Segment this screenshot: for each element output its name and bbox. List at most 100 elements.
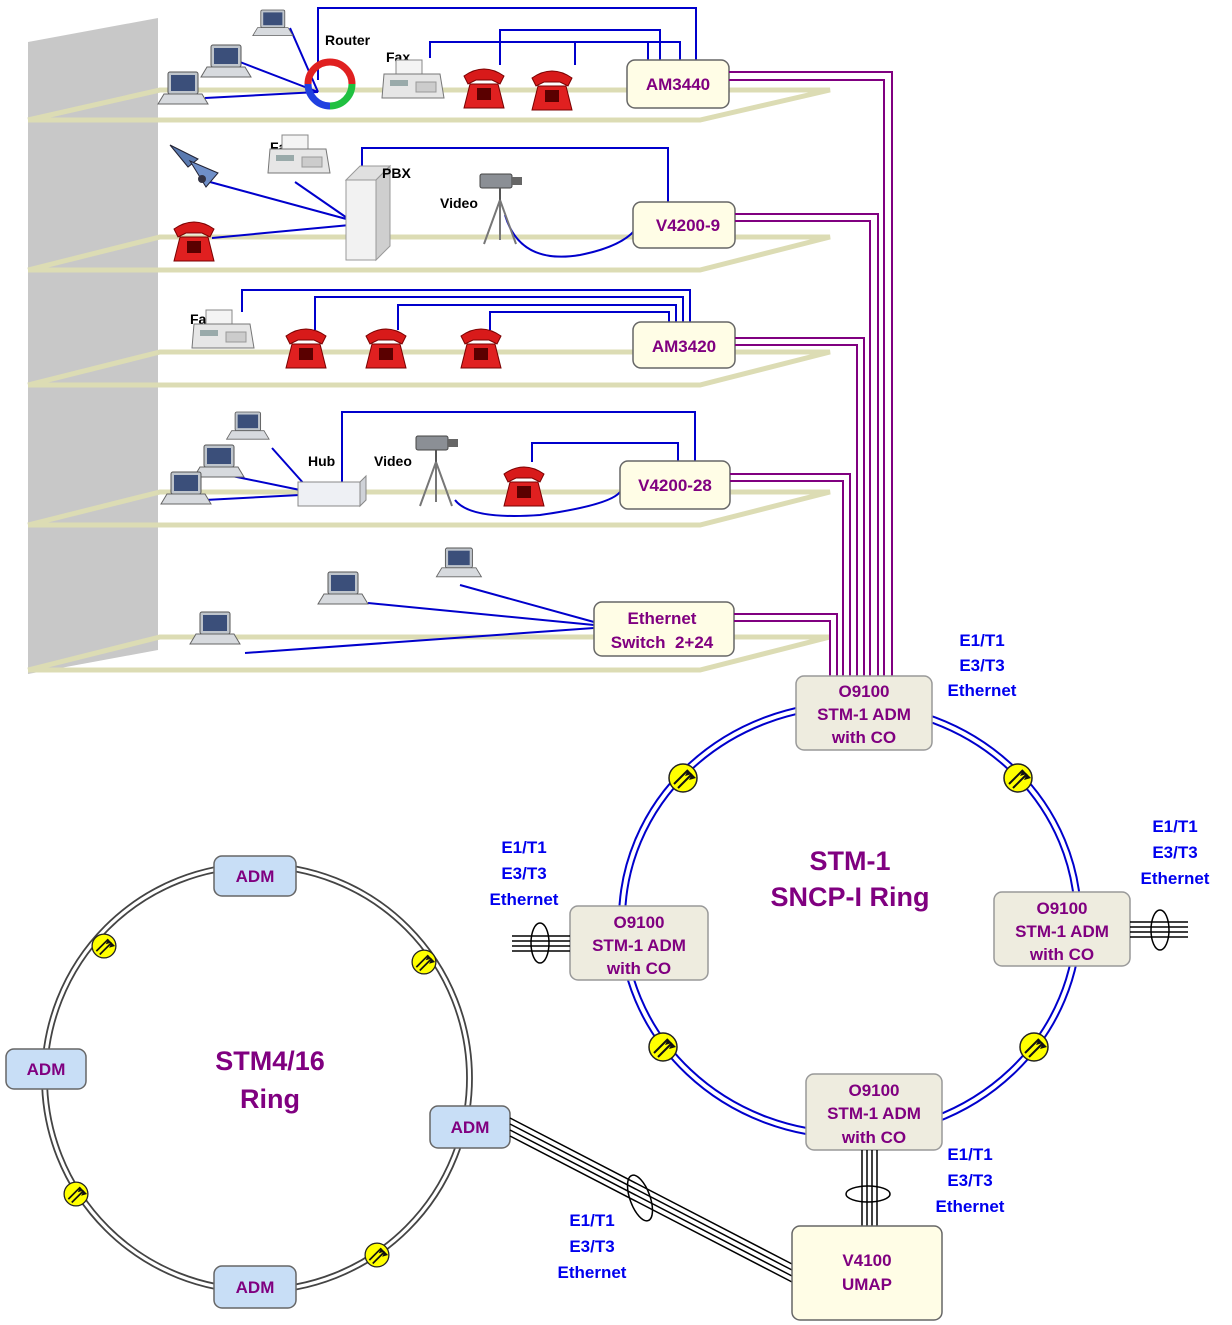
- o9100-bottom-l2: STM-1 ADM: [827, 1104, 921, 1123]
- laptop-icon: [252, 9, 294, 36]
- trib-left-l3: Ethernet: [490, 890, 559, 909]
- hub-label: Hub: [308, 453, 335, 469]
- laptop-icon: [200, 44, 252, 78]
- phone-icon: [173, 221, 215, 262]
- adm-bottom: ADM: [213, 1265, 297, 1309]
- o9100-right-l3: with CO: [1029, 945, 1094, 964]
- pbx-label: PBX: [382, 165, 411, 181]
- laptop-icon: [435, 547, 482, 578]
- router-label: Router: [325, 32, 371, 48]
- umap-line2: UMAP: [842, 1275, 892, 1294]
- adm-bottom-label: ADM: [236, 1278, 275, 1297]
- adm-left: ADM: [5, 1048, 87, 1090]
- adm-top: ADM: [213, 855, 297, 897]
- ethernet-switch-line1: Ethernet: [628, 609, 697, 628]
- o9100-right-l2: STM-1 ADM: [1015, 922, 1109, 941]
- trib-right-l3: Ethernet: [1141, 869, 1210, 888]
- tributary-labels-top: E1/T1 E3/T3 Ethernet: [948, 631, 1017, 700]
- building: [27, 18, 831, 674]
- building-wall: [28, 18, 158, 674]
- o9100-left: O9100 STM-1 ADM with CO: [569, 905, 709, 981]
- phone-icon: [460, 328, 502, 369]
- floor-4-lan-lines: [204, 411, 696, 517]
- trib-right-l2: E3/T3: [1152, 843, 1197, 862]
- tributary-labels-bottom-center: E1/T1 E3/T3 Ethernet: [558, 1211, 627, 1282]
- stm4-ring: STM4/16 Ring ADM ADM ADM ADM: [5, 855, 511, 1309]
- o9100-bottom-l3: with CO: [841, 1128, 906, 1147]
- video-camera-icon: [415, 435, 459, 507]
- o9100-right: O9100 STM-1 ADM with CO: [993, 891, 1131, 967]
- floor-2: Fax PBX Video V4200-9: [169, 134, 736, 262]
- o9100-left-l2: STM-1 ADM: [592, 936, 686, 955]
- router-icon: [304, 58, 356, 110]
- stm1-ring-title-line1: STM-1: [810, 846, 891, 876]
- phone-icon: [531, 70, 573, 111]
- stm1-ring: STM-1 SNCP-I Ring O9100 STM-1 ADM with C…: [512, 675, 1188, 1226]
- trib-left-l1: E1/T1: [501, 838, 546, 857]
- adm-top-label: ADM: [236, 867, 275, 886]
- phone-icon: [285, 328, 327, 369]
- tributary-bundle-left: [512, 922, 570, 964]
- stm1-protection-markers: [648, 763, 1049, 1062]
- trunk-lines: [729, 71, 893, 676]
- o9100-left-l1: O9100: [613, 913, 664, 932]
- video-label: Video: [374, 453, 412, 469]
- trib-left-l2: E3/T3: [501, 864, 546, 883]
- satellite-icon: [169, 144, 219, 188]
- trib-right-l1: E1/T1: [1152, 817, 1197, 836]
- tributary-labels-left: E1/T1 E3/T3 Ethernet: [490, 838, 559, 909]
- cpe-am3420: AM3420: [632, 321, 736, 369]
- stm1-ring-title-line2: SNCP-I Ring: [771, 882, 930, 912]
- trib-br-l2: E3/T3: [947, 1171, 992, 1190]
- trib-br-l3: Ethernet: [936, 1197, 1005, 1216]
- tributary-labels-right: E1/T1 E3/T3 Ethernet: [1141, 817, 1210, 888]
- o9100-bottom: O9100 STM-1 ADM with CO: [805, 1073, 943, 1151]
- stm4-ring-title-line2: Ring: [240, 1084, 300, 1114]
- fax-icon: [381, 59, 445, 99]
- adm-umap-bundle: [509, 1117, 793, 1283]
- hub-icon: [297, 474, 367, 508]
- o9100-right-l1: O9100: [1036, 899, 1087, 918]
- o9100-top-l1: O9100: [838, 682, 889, 701]
- floor-5-lan-lines: [244, 584, 595, 654]
- o9100-top-l2: STM-1 ADM: [817, 705, 911, 724]
- laptop-icon: [193, 444, 245, 478]
- ethernet-switch-line2: Switch 2+24: [611, 633, 714, 652]
- trib-top-l3: Ethernet: [948, 681, 1017, 700]
- laptop-icon: [226, 411, 270, 440]
- cpe-v4200-28: V4200-28: [619, 460, 731, 510]
- cpe-v4200-9: V4200-9: [632, 201, 736, 249]
- tributary-bundle-bottom: [845, 1150, 891, 1226]
- o9100-top-l3: with CO: [831, 728, 896, 747]
- floor-3: Fax AM3420: [190, 289, 736, 369]
- cpe-v4200-28-label: V4200-28: [638, 476, 712, 495]
- cpe-am3440-label: AM3440: [646, 75, 710, 94]
- trib-bc-l1: E1/T1: [569, 1211, 614, 1230]
- tributary-bundle-right: [1130, 909, 1188, 951]
- video-camera-icon: [479, 173, 523, 245]
- stm4-ring-title-line1: STM4/16: [215, 1046, 325, 1076]
- floor-5: Ethernet Switch 2+24: [189, 547, 735, 657]
- o9100-left-l3: with CO: [606, 959, 671, 978]
- trib-top-l2: E3/T3: [959, 656, 1004, 675]
- video-label: Video: [440, 195, 478, 211]
- o9100-bottom-l1: O9100: [848, 1081, 899, 1100]
- floor-1: Router Fax AM3440: [157, 7, 730, 111]
- trib-bc-l2: E3/T3: [569, 1237, 614, 1256]
- phone-icon: [463, 68, 505, 109]
- tributary-labels-bottom-right: E1/T1 E3/T3 Ethernet: [936, 1145, 1005, 1216]
- floor-4: Hub Video V4200-28: [160, 411, 731, 517]
- adm-right-label: ADM: [451, 1118, 490, 1137]
- adm-left-label: ADM: [27, 1060, 66, 1079]
- pbx-icon: [344, 164, 392, 262]
- cpe-am3440: AM3440: [626, 59, 730, 109]
- umap-line1: V4100: [842, 1251, 891, 1270]
- o9100-top: O9100 STM-1 ADM with CO: [795, 675, 933, 751]
- floor-3-lan-lines: [241, 289, 691, 330]
- phone-icon: [365, 328, 407, 369]
- phone-icon: [503, 466, 545, 507]
- laptop-icon: [189, 611, 241, 645]
- adm-right: ADM: [429, 1105, 511, 1149]
- laptop-icon: [317, 571, 369, 605]
